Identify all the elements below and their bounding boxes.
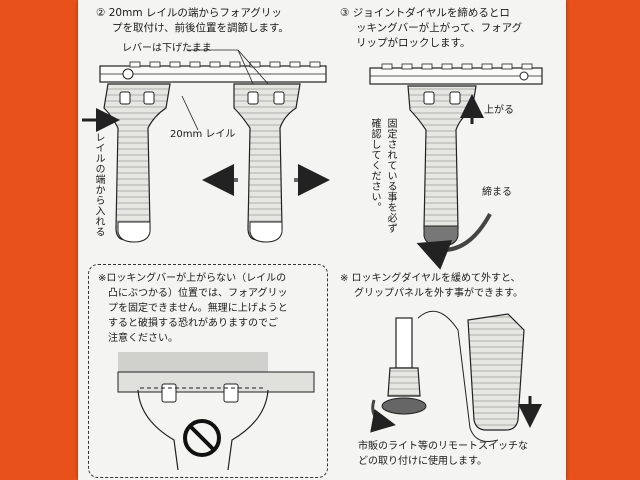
step2-heading-line1: ② 20mm レイルの端からフォアグリッ: [96, 7, 282, 19]
confirm-col2: 固定されている事を必ず: [385, 118, 396, 234]
note-line1: ※ ロッキングダイヤルを緩めて外すと、: [340, 273, 521, 284]
instruction-sheet: ② 20mm レイルの端からフォアグリッ プを取付け、前後位置を調節します。 レ…: [78, 0, 566, 480]
step2-grip-right: [202, 83, 330, 243]
step2-grip-left: [82, 83, 171, 243]
footer-line2: どの取り付けに使用します。: [358, 456, 487, 467]
footer-line1: 市販のライト等のリモートスイッチな: [358, 441, 528, 452]
step3-heading-line2: ッキングバーが上がって、フォアグ: [356, 22, 523, 34]
insert-label: レイルの端から入れる: [93, 132, 104, 237]
tighten-label: 締まる: [482, 187, 512, 198]
step3-heading-line1: ③ ジョイントダイヤルを締めるとロ: [340, 7, 510, 19]
warning-line4: すると破損する恐れがありますのでご: [108, 318, 278, 329]
warning-illustration: [117, 352, 315, 471]
warning-line2: 凸にぶつかる）位置では、フォアグリッ: [108, 288, 288, 299]
warning-line1: ※ロッキングバーが上がらない（レイルの: [98, 273, 287, 284]
note-illustration: [370, 310, 542, 442]
step3-rail: [369, 63, 543, 85]
confirm-col1: 確認してください。: [369, 118, 380, 213]
warning-box: [88, 264, 328, 478]
note-line2: グリップパネルを外す事ができます。: [354, 288, 523, 299]
step2-heading-line2: プを取付け、前後位置を調節します。: [112, 22, 289, 34]
warning-line3: プを固定できません。無理に上げようと: [108, 303, 288, 314]
lever-label: レバーは下げたまま: [122, 43, 212, 54]
step3-heading-line3: リップがロックします。: [356, 37, 471, 49]
rail-label: 20mm レイル: [170, 129, 236, 140]
illustrations: [82, 49, 543, 471]
step2-rail: [99, 49, 327, 131]
step3-grip: [407, 85, 492, 270]
warning-line5: 注意ください。: [108, 333, 178, 344]
rise-label: 上がる: [484, 105, 514, 116]
